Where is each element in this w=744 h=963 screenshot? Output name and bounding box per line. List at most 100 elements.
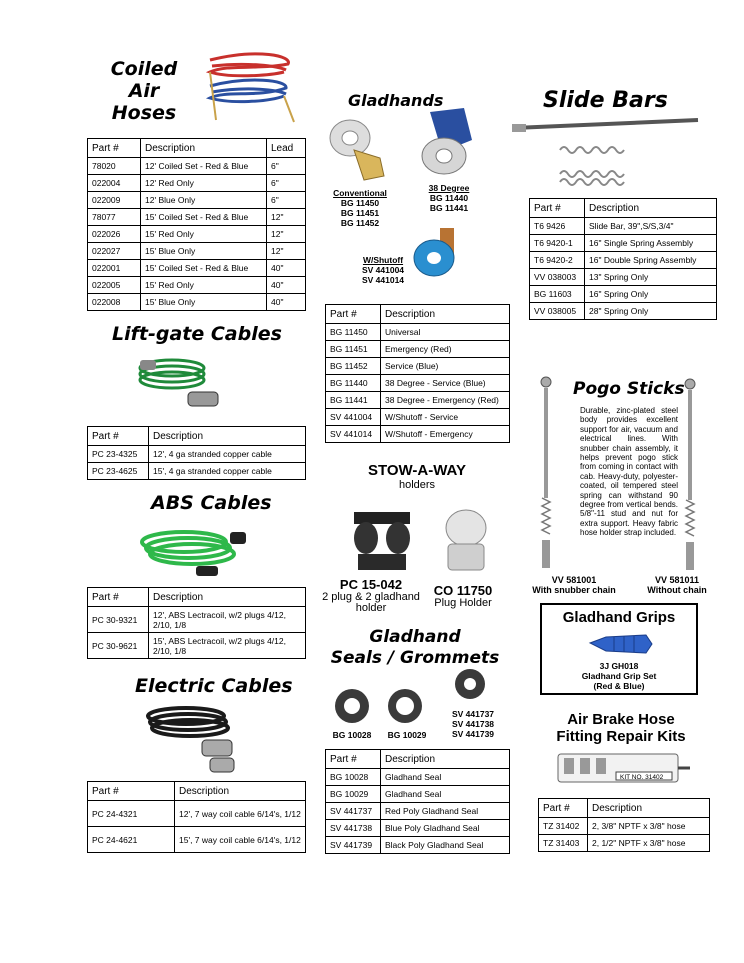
table-header-cell: Description [140, 138, 267, 158]
stowaway-holder-image [354, 512, 410, 570]
table-cell: PC 24-4321 [87, 800, 175, 827]
liftgate-title: Lift-gate Cables [112, 323, 282, 345]
table-cell: 15', ABS Lectracoil, w/2 plugs 4/12, 2/1… [148, 632, 306, 659]
table-cell: 12" [266, 242, 306, 260]
table-cell: Gladhand Seal [380, 785, 510, 803]
table-cell: 78077 [87, 208, 141, 226]
table-header-cell: Part # [87, 781, 175, 801]
pogo-title: Pogo Sticks [573, 379, 685, 399]
table-cell: 12' Red Only [140, 174, 267, 192]
table-cell: 022004 [87, 174, 141, 192]
table-cell: BG 11451 [325, 340, 381, 358]
table-header-cell: Part # [87, 587, 149, 607]
table-header-cell: Lead [266, 138, 306, 158]
table-cell: SV 441737 [325, 802, 381, 820]
table-cell: 022026 [87, 225, 141, 243]
gladhand-shutoff-image [413, 228, 455, 277]
table-cell: Universal [380, 323, 510, 341]
table-cell: SV 441014 [325, 425, 381, 443]
slidebars-title: Slide Bars [543, 88, 668, 113]
table-cell: 16" Spring Only [584, 285, 717, 303]
table-cell: 28" Spring Only [584, 302, 717, 320]
table-header-row: Part #Description [87, 426, 306, 446]
repair-kit-label: KIT NO. 31402 [620, 774, 664, 781]
electric-title: Electric Cables [135, 675, 293, 697]
table-cell: 15' Coiled Set - Red & Blue [140, 208, 267, 226]
gladhands-title: Gladhands [348, 91, 444, 110]
table-cell: SV 441738 [325, 819, 381, 837]
coiled-hose-image [205, 52, 295, 123]
table-cell: 6" [266, 174, 306, 192]
table-cell: 13" Spring Only [584, 268, 717, 286]
plug-holder-image [445, 509, 487, 571]
seal-label-2: BG 10029 [387, 730, 427, 740]
table-cell: 40" [266, 276, 306, 294]
table-cell: TZ 31402 [538, 817, 588, 835]
table-header-cell: Description [380, 749, 510, 769]
table-header-cell: Description [584, 198, 717, 218]
table-cell: PC 23-4625 [87, 462, 149, 480]
table-cell: PC 24-4621 [87, 826, 175, 853]
table-header-cell: Description [148, 587, 306, 607]
table-cell: TZ 31403 [538, 834, 588, 852]
table-header-cell: Part # [325, 749, 381, 769]
table-cell: Emergency (Red) [380, 340, 510, 358]
gladhand-conventional-image [329, 119, 385, 181]
table-cell: 12', ABS Lectracoil, w/2 plugs 4/12, 2/1… [148, 606, 306, 633]
table-cell: VV 038003 [529, 268, 585, 286]
seal-bg10028-image [335, 689, 369, 723]
table-cell: 15' Red Only [140, 225, 267, 243]
table-header-row: Part #Description [87, 587, 306, 607]
table-header-cell: Description [587, 798, 710, 818]
table-cell: 40" [266, 293, 306, 311]
table-cell: Black Poly Gladhand Seal [380, 836, 510, 854]
table-cell: 15' Blue Only [140, 293, 267, 311]
table-cell: BG 10028 [325, 768, 381, 786]
table-cell: 022005 [87, 276, 141, 294]
table-header-row: Part #Description [87, 781, 306, 801]
stowaway-pc-label: PC 15-042 2 plug & 2 gladhand holder [322, 577, 420, 614]
table-header-row: Part #Description [538, 798, 710, 818]
table-cell: 38 Degree - Emergency (Red) [380, 391, 510, 409]
table-cell: W/Shutoff - Emergency [380, 425, 510, 443]
pogo-stick-right-image [684, 378, 696, 570]
table-header-row: Part #Description [325, 749, 510, 769]
table-cell: BG 11450 [325, 323, 381, 341]
table-header-row: Part #Description [325, 304, 510, 324]
table-header-row: Part #Description [529, 198, 717, 218]
table-cell: 022009 [87, 191, 141, 209]
shutoff-label: W/Shutoff SV 441004 SV 441014 [361, 255, 405, 285]
